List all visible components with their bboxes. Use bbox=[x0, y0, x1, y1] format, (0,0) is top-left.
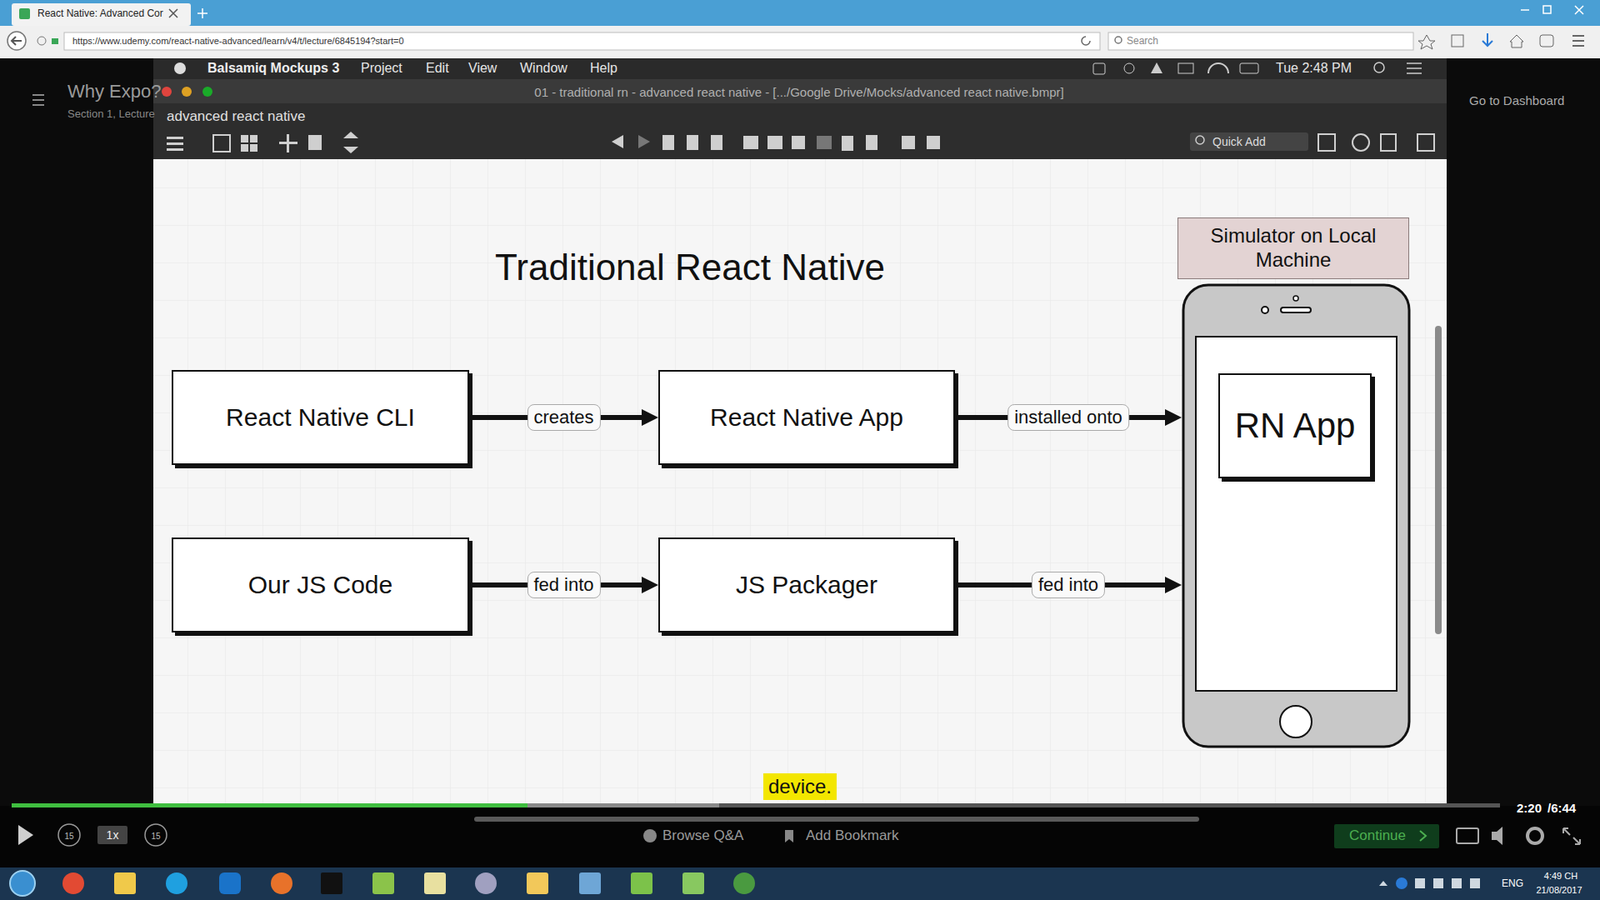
menu-item: View bbox=[468, 60, 497, 76]
menu-item: Window bbox=[520, 60, 568, 76]
edge-label: fed into bbox=[526, 571, 600, 599]
edge-label: creates bbox=[526, 404, 600, 431]
url-text: https://www.udemy.com/react-native-advan… bbox=[72, 35, 405, 46]
process-box: RN App bbox=[1218, 373, 1372, 479]
diagram-title: Traditional React Native bbox=[495, 246, 885, 289]
app-menu: Balsamiq Mockups 3 bbox=[207, 60, 340, 76]
process-box: React Native App bbox=[658, 370, 955, 465]
search-placeholder: Search bbox=[1126, 35, 1159, 47]
bookmark-link: Add Bookmark bbox=[805, 827, 900, 845]
speed-label: 1x bbox=[106, 828, 120, 842]
box-label: Our JS Code bbox=[248, 570, 393, 600]
rewind-seconds: 15 bbox=[64, 831, 74, 841]
edge-label: fed into bbox=[1031, 571, 1105, 599]
box-label: React Native App bbox=[710, 403, 904, 432]
menu-item: Help bbox=[590, 60, 618, 76]
node-heading: Simulator on Local Machine bbox=[1177, 217, 1410, 280]
menu-item: Edit bbox=[425, 60, 450, 76]
time-total: /6:44 bbox=[1547, 800, 1576, 815]
qa-link: Browse Q&A bbox=[662, 827, 744, 845]
clock-date: 21/08/2017 bbox=[1535, 885, 1582, 895]
lang-indicator: ENG bbox=[1501, 877, 1524, 890]
box-label: RN App bbox=[1235, 405, 1356, 446]
quick-add: Quick Add bbox=[1212, 135, 1266, 149]
tab-title: React Native: Advanced Cor bbox=[37, 7, 164, 20]
window-title: 01 - traditional rn - advanced react nat… bbox=[534, 85, 1064, 100]
phone-outline bbox=[1181, 283, 1411, 749]
forward-seconds: 15 bbox=[150, 831, 160, 841]
box-label: React Native CLI bbox=[225, 403, 415, 432]
process-box: React Native CLI bbox=[171, 370, 470, 465]
dashboard-link: Go to Dashboard bbox=[1469, 93, 1565, 108]
clock-time: 4:49 CH bbox=[1544, 870, 1578, 881]
time-current: 2:20 bbox=[1516, 800, 1542, 815]
process-box: Our JS Code bbox=[171, 537, 470, 633]
box-label: JS Packager bbox=[735, 570, 878, 600]
caption-subtitle: device. bbox=[763, 773, 837, 800]
section-label: Section 1, Lecture bbox=[67, 107, 155, 120]
menu-item: Project bbox=[360, 60, 403, 76]
menu-clock: Tue 2:48 PM bbox=[1275, 60, 1352, 76]
edge-label: installed onto bbox=[1007, 404, 1130, 431]
continue-button: Continue bbox=[1349, 827, 1406, 845]
process-box: JS Packager bbox=[658, 537, 955, 633]
phone-simulator: Simulator on Local MachineRN App bbox=[1181, 283, 1411, 749]
lecture-title: Why Expo? bbox=[67, 80, 162, 103]
project-name: advanced react native bbox=[166, 108, 305, 125]
heading-text: Simulator on Local Machine bbox=[1186, 224, 1400, 273]
